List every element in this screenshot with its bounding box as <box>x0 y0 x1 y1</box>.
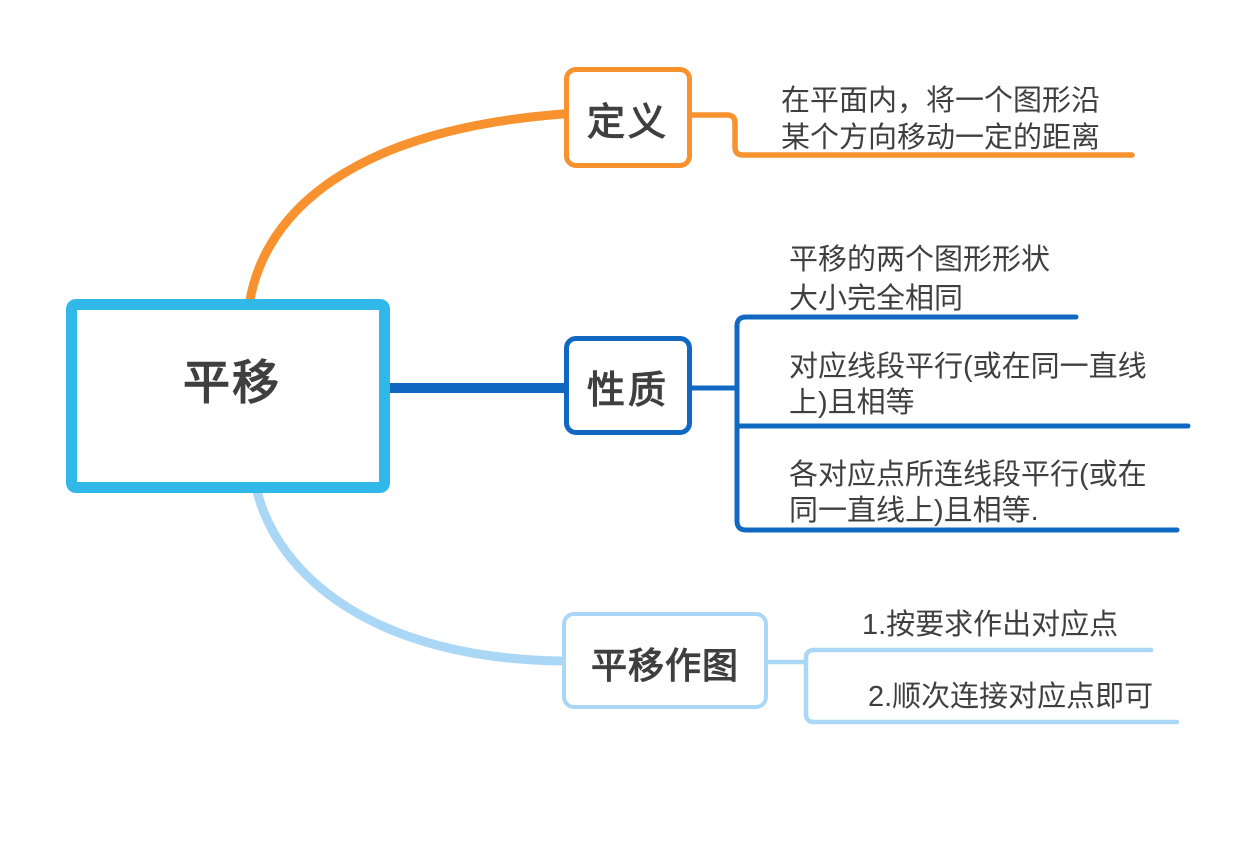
branch-curve-drawing <box>252 486 565 666</box>
leaf-property1-text[interactable]: 平移的两个图形形状 大小完全相同 <box>789 241 1050 319</box>
connector-drawing-item1-underline <box>803 647 1154 665</box>
branch-curve-definition <box>245 109 568 305</box>
leaf-property3-text[interactable]: 各对应点所连线段平行(或在 同一直线上)且相等. <box>789 457 1147 529</box>
leaf-property3-line2: 同一直线上)且相等. <box>789 495 1039 527</box>
leaf-property1-line2: 大小完全相同 <box>789 283 964 315</box>
branch-node-definition[interactable]: 定义 <box>564 67 692 168</box>
root-node-label: 平移 <box>183 356 281 409</box>
leaf-drawing-step1-line1: 1.按要求作出对应点 <box>862 609 1119 641</box>
leaf-property3-line1: 各对应点所连线段平行(或在 <box>789 459 1147 491</box>
leaf-definition-line2: 某个方向移动一定的距离 <box>781 122 1101 154</box>
branch-node-drawing-label: 平移作图 <box>590 644 739 686</box>
leaf-drawing-step2-text[interactable]: 2.顺次连接对应点即可 <box>868 679 1153 716</box>
branch-node-properties[interactable]: 性质 <box>564 336 692 435</box>
leaf-definition-text[interactable]: 在平面内，将一个图形沿 某个方向移动一定的距离 <box>781 83 1100 157</box>
branch-node-drawing[interactable]: 平移作图 <box>562 612 768 709</box>
leaf-property2-line1: 对应线段平行(或在同一直线 <box>789 351 1147 383</box>
leaf-definition-line1: 在平面内，将一个图形沿 <box>781 85 1101 117</box>
leaf-property2-line2: 上)且相等 <box>789 387 915 419</box>
leaf-property2-text[interactable]: 对应线段平行(或在同一直线 上)且相等 <box>789 349 1147 421</box>
branch-node-definition-label: 定义 <box>586 102 669 144</box>
leaf-property1-line1: 平移的两个图形形状 <box>789 244 1051 276</box>
branch-node-properties-label: 性质 <box>586 370 669 412</box>
leaf-drawing-step2-line1: 2.顺次连接对应点即可 <box>868 681 1154 713</box>
leaf-drawing-step1-text[interactable]: 1.按要求作出对应点 <box>862 607 1118 644</box>
root-node-translation[interactable]: 平移 <box>66 299 390 493</box>
